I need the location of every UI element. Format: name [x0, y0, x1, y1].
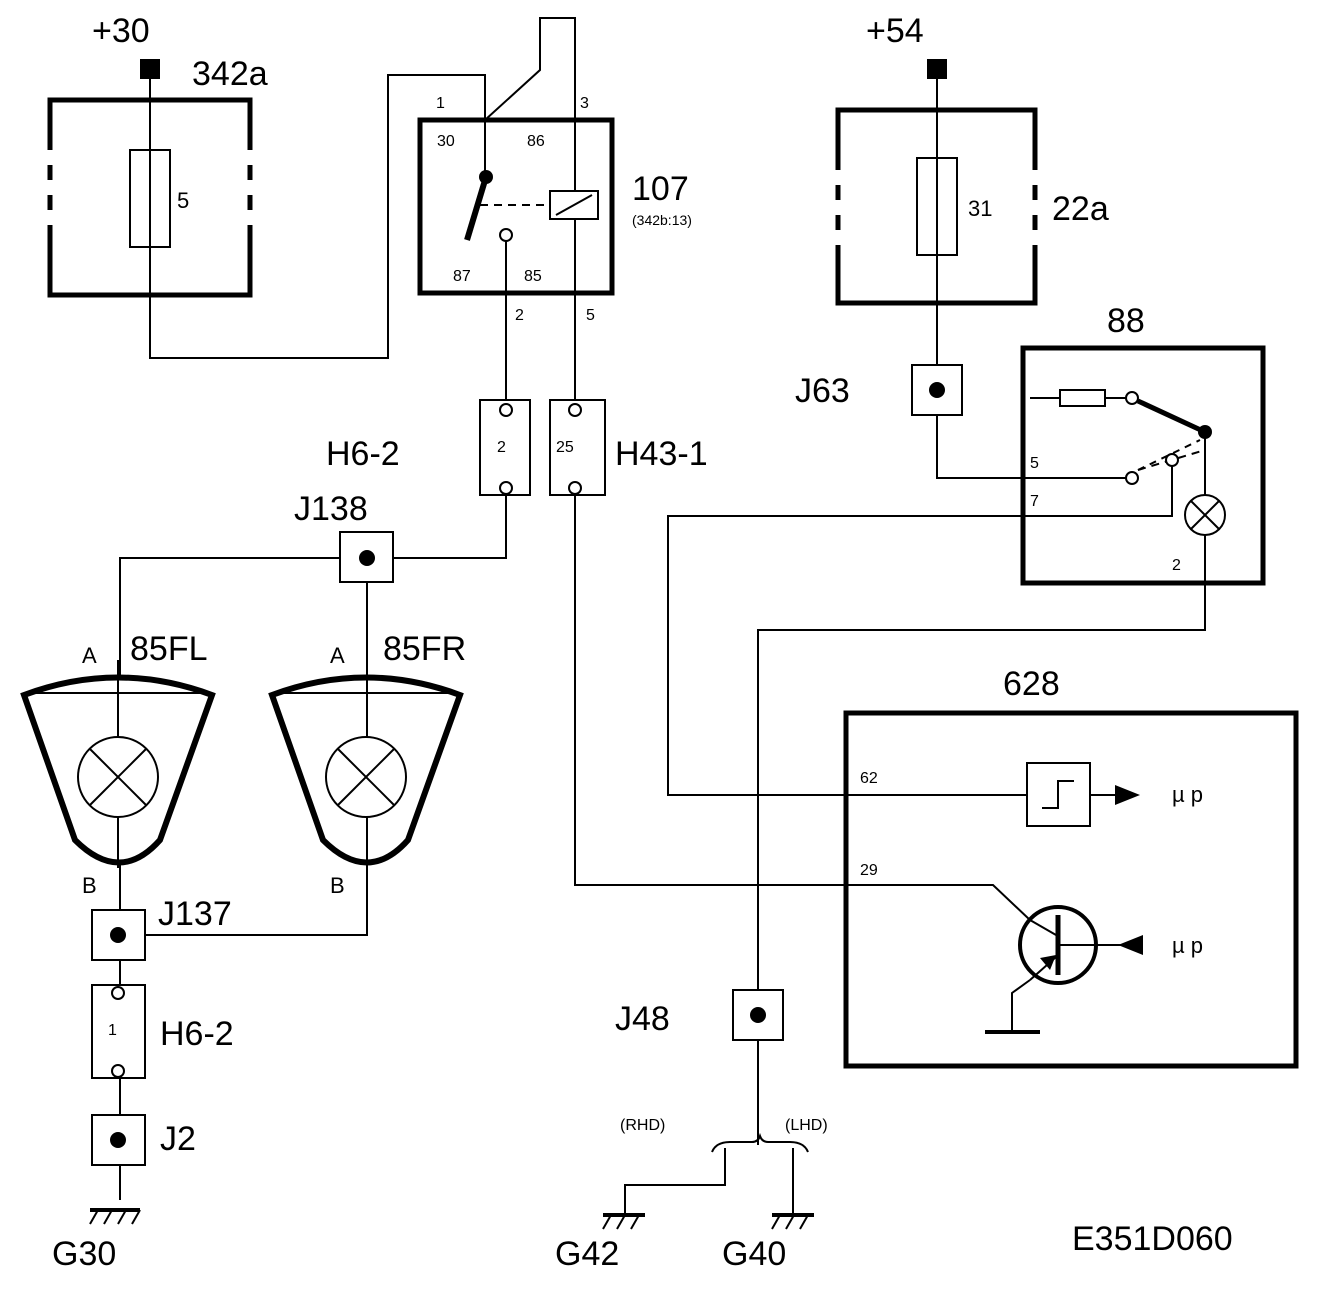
fuse-31-label: 31 [968, 196, 992, 221]
lhd-label: (LHD) [785, 1117, 828, 1134]
supply-plus30-label: +30 [92, 12, 150, 50]
junction-j137-label: J137 [158, 895, 232, 933]
connector-h43-1 [549, 399, 606, 496]
relay-label: 107 [632, 170, 689, 208]
lamp-85fl-label: 85FL [130, 630, 208, 668]
junction-j138 [339, 531, 394, 583]
lamp-85fr-pin-b: B [330, 873, 345, 898]
switch-pin-5: 5 [1030, 455, 1039, 472]
relay-pin-3: 3 [580, 95, 589, 112]
lamp-85fl [20, 660, 216, 868]
connector-h43-1-label: H43-1 [615, 435, 708, 473]
switch-88-label: 88 [1107, 302, 1145, 340]
supply-terminal-icon [927, 59, 947, 79]
relay-term-87: 87 [453, 268, 471, 285]
lamp-85fr-label: 85FR [383, 630, 466, 668]
connector-h43-1-pin: 25 [556, 439, 574, 456]
switch-pin-2: 2 [1172, 557, 1181, 574]
ground-g30-label: G30 [52, 1235, 116, 1273]
rhd-label: (RHD) [620, 1117, 665, 1134]
module-mp-top: µ p [1172, 782, 1203, 807]
module-628 [843, 710, 1299, 1069]
relay-term-86: 86 [527, 133, 545, 150]
relay-term-30: 30 [437, 133, 455, 150]
relay-ref: (342b:13) [632, 212, 692, 228]
module-pin-29: 29 [860, 862, 878, 879]
module-628-label: 628 [1003, 665, 1060, 703]
connector-h6-2-bottom-pin: 1 [108, 1022, 117, 1039]
relay-term-85: 85 [524, 268, 542, 285]
connector-h6-2-bottom [91, 984, 146, 1079]
arrow-left-icon [1118, 935, 1143, 955]
junction-j2-label: J2 [160, 1120, 196, 1158]
junction-j48-label: J48 [615, 1000, 670, 1038]
switch-pin-7: 7 [1030, 493, 1039, 510]
fuse-5-label: 5 [177, 188, 189, 213]
junction-j137 [91, 909, 146, 961]
ground-g40-label: G40 [722, 1235, 786, 1273]
rhd-lhd-brace [711, 1132, 809, 1153]
junction-j63-label: J63 [795, 372, 850, 410]
ground-g40 [771, 1213, 814, 1230]
fuse-box-342a [47, 59, 253, 298]
relay-pin-5: 5 [586, 307, 595, 324]
relay-pin-1: 1 [436, 95, 445, 112]
connector-h6-2-top-label: H6-2 [326, 435, 400, 473]
resistor-icon [1059, 389, 1106, 407]
relay-107 [417, 117, 615, 296]
module-mp-bottom: µ p [1172, 933, 1203, 958]
supply-terminal-icon [140, 59, 160, 79]
connector-h6-2-top [479, 399, 531, 496]
module-pin-62: 62 [860, 770, 878, 787]
fuse-box-22a [835, 59, 1038, 306]
labels: +30 +54 342a 5 22a 31 1 3 30 86 87 85 2 … [52, 12, 1233, 1273]
fuse-box-22a-label: 22a [1052, 190, 1109, 228]
connector-h6-2-top-pin: 2 [497, 439, 506, 456]
relay-pin-2: 2 [515, 307, 524, 324]
ground-g30 [89, 1208, 141, 1225]
junction-j138-label: J138 [294, 490, 368, 528]
junction-j48 [732, 989, 784, 1041]
connector-h6-2-bottom-label: H6-2 [160, 1015, 234, 1053]
fuse-box-342a-label: 342a [192, 55, 268, 93]
lamp-85fl-pin-a: A [82, 643, 97, 668]
supply-plus54-label: +54 [866, 12, 924, 50]
ground-g42 [602, 1213, 645, 1230]
junction-j63 [911, 364, 963, 416]
lamp-85fr [268, 660, 464, 868]
switch-88 [1020, 345, 1266, 586]
lamp-85fl-pin-b: B [82, 873, 97, 898]
junction-j2 [91, 1114, 146, 1166]
lamp-85fr-pin-a: A [330, 643, 345, 668]
arrow-right-icon [1115, 785, 1140, 805]
diagram-code: E351D060 [1072, 1220, 1233, 1258]
ground-g42-label: G42 [555, 1235, 619, 1273]
